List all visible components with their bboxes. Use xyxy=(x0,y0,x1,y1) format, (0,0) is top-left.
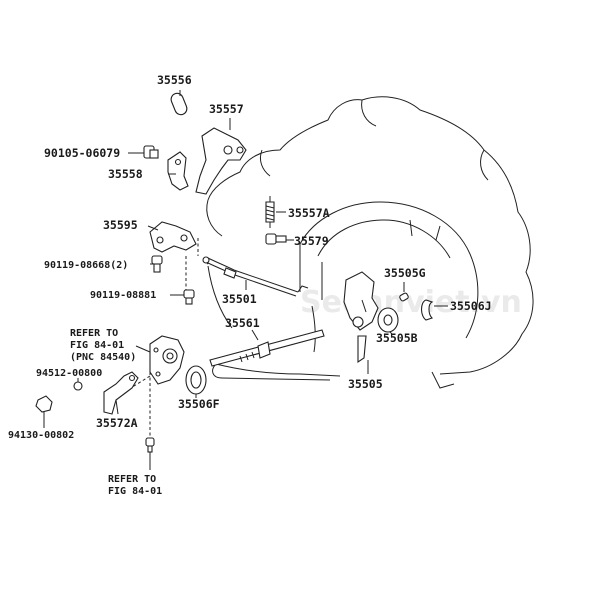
leader-refer1 xyxy=(135,345,151,353)
label-35572A: 35572A xyxy=(96,416,138,430)
label-35557A: 35557A xyxy=(288,206,330,220)
nut-94130-00802 xyxy=(35,395,53,413)
leader-35505B xyxy=(389,331,393,335)
leader-35561 xyxy=(251,329,259,341)
label-35506J: 35506J xyxy=(450,299,492,313)
label-90119-08668: 90119-08668(2) xyxy=(44,260,128,271)
lever-assembly-35505 xyxy=(343,271,379,364)
refer2-line1: REFER TO xyxy=(108,474,156,485)
leader-35595 xyxy=(147,225,159,231)
label-90119-08881: 90119-08881 xyxy=(90,290,156,301)
bolt-90119-08668 xyxy=(151,255,163,273)
washer-94512-00800 xyxy=(73,381,83,391)
watermark: Sedanviet.vn xyxy=(300,285,522,320)
label-35506F: 35506F xyxy=(178,397,220,411)
bolt-90119-08881 xyxy=(183,289,195,305)
pin-35505G xyxy=(399,292,409,302)
seal-35506F xyxy=(185,365,207,395)
label-35501: 35501 xyxy=(222,292,257,306)
refer1-line2: FIG 84-01 xyxy=(70,340,124,351)
label-35579: 35579 xyxy=(294,234,329,248)
detent-lever-35557 xyxy=(195,127,247,195)
refer1-line3: (PNC 84540) xyxy=(70,352,136,363)
label-94130-00802: 94130-00802 xyxy=(8,430,74,441)
rod-35501 xyxy=(202,256,309,297)
refer2-line2: FIG 84-01 xyxy=(108,486,162,497)
label-35595: 35595 xyxy=(103,218,138,232)
bolt-35579 xyxy=(265,233,287,245)
shaft-35561 xyxy=(209,329,325,367)
label-35505: 35505 xyxy=(348,377,383,391)
label-35505G: 35505G xyxy=(384,266,426,280)
label-35505B: 35505B xyxy=(376,331,418,345)
bracket-35595 xyxy=(149,221,197,253)
label-94512-00800: 94512-00800 xyxy=(36,368,102,379)
bolt-90105-06079 xyxy=(143,145,159,159)
dash-line-switch-2 xyxy=(117,375,151,397)
label-35561: 35561 xyxy=(225,316,260,330)
label-90105-06079: 90105-06079 xyxy=(44,146,120,160)
leader-35572A xyxy=(115,399,119,415)
neutral-start-switch xyxy=(149,335,185,385)
refer1-line1: REFER TO xyxy=(70,328,118,339)
seal-35506J xyxy=(420,299,434,321)
spring-35557A xyxy=(265,196,275,228)
bracket-35558 xyxy=(167,151,189,191)
label-35558: 35558 xyxy=(108,167,143,181)
lever-35572A xyxy=(103,371,139,415)
transmission-case xyxy=(206,96,534,389)
bolt-bottom xyxy=(145,437,155,453)
label-35557: 35557 xyxy=(209,102,244,116)
bushing-35505B xyxy=(377,307,399,333)
label-35556: 35556 xyxy=(157,73,192,87)
pin-35556 xyxy=(170,92,188,116)
